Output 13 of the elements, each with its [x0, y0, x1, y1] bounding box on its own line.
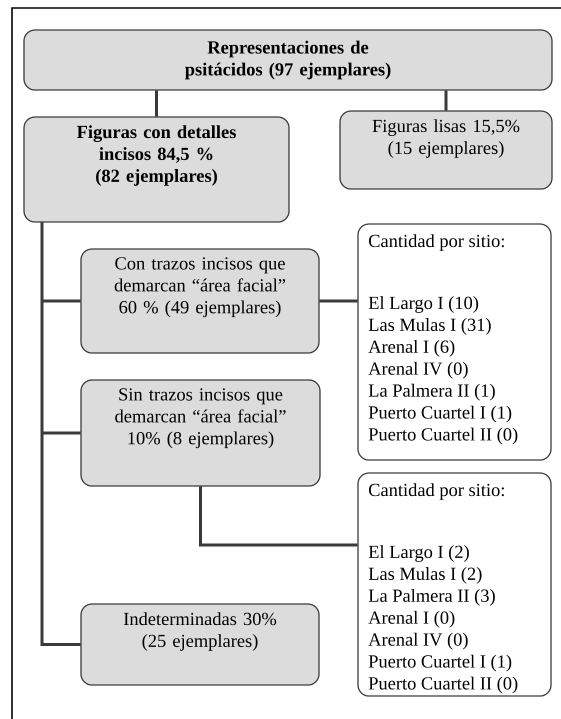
connector-line [40, 222, 80, 646]
connector-line [320, 300, 358, 302]
connector-line [444, 90, 448, 110]
category-box: Figuras con detalles incisos 84,5 % (82 ejemplares) [23, 116, 290, 223]
category-box: Representaciones de psitácidos (97 ejemplares) [23, 29, 553, 91]
site-list-box: Cantidad por sitio: El Largo I (2) Las Mulas I (2) La Palmera II (3) Arenal I (0) Arenal IV (0) Puerto Cuartel I (1) Puerto Cuartel II (0) [357, 472, 552, 697]
category-box: Indeterminadas 30% (25 ejemplares) [80, 603, 320, 686]
connector-line [155, 90, 158, 116]
category-box: Figuras lisas 15,5% (15 ejemplares) [339, 110, 553, 190]
connector-line [199, 486, 358, 546]
site-list-box: Cantidad por sitio: El Largo I (10) Las Mulas I (31) Arenal I (6) Arenal IV (0) La Palmera II (1) Puerto Cuartel I (1) Puerto Cuartel II (0) [357, 223, 552, 461]
category-box: Sin trazos incisos que demarcan “área facial” 10% (8 ejemplares) [80, 379, 321, 487]
category-box: Con trazos incisos que demarcan “área facial” 60 % (49 ejemplares) [80, 248, 320, 354]
